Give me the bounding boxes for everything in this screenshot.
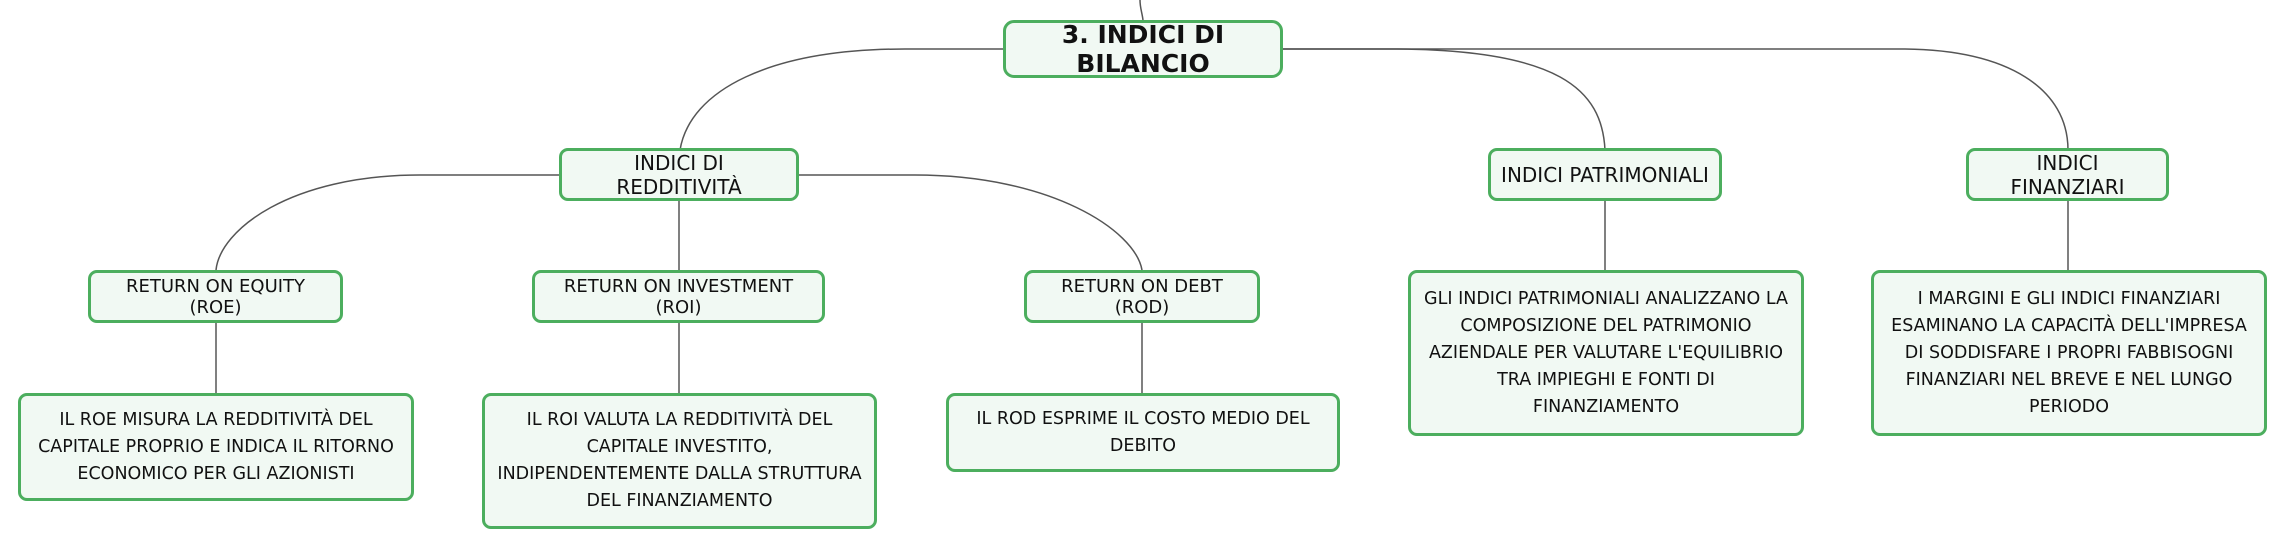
- node-rod[interactable]: RETURN ON DEBT (ROD): [1024, 270, 1260, 323]
- connector-root-patrimoniali: [1283, 48, 1606, 151]
- description-text: IL ROI VALUTA LA REDDITIVITÀ DEL CAPITAL…: [497, 410, 862, 511]
- node-label: RETURN ON INVESTMENT (ROI): [563, 275, 794, 318]
- connector-parent-root: [1139, 0, 1144, 21]
- node-indici-redditivita[interactable]: INDICI DI REDDITIVITÀ: [559, 148, 799, 201]
- description-patrimoniali[interactable]: GLI INDICI PATRIMONIALI ANALIZZANO LA CO…: [1408, 270, 1804, 436]
- root-node[interactable]: 3. INDICI DI BILANCIO: [1003, 20, 1283, 78]
- description-roi[interactable]: IL ROI VALUTA LA REDDITIVITÀ DEL CAPITAL…: [482, 393, 877, 529]
- node-label: INDICI FINANZIARI: [2010, 150, 2125, 199]
- node-label: RETURN ON EQUITY (ROE): [125, 275, 306, 318]
- node-label: INDICI DI REDDITIVITÀ: [616, 150, 742, 199]
- connector-redditivita-roe: [215, 174, 559, 271]
- description-text: I MARGINI E GLI INDICI FINANZIARI ESAMIN…: [1891, 288, 2247, 417]
- node-roi[interactable]: RETURN ON INVESTMENT (ROI): [532, 270, 825, 323]
- description-text: IL ROE MISURA LA REDDITIVITÀ DEL CAPITAL…: [38, 409, 394, 484]
- node-indici-patrimoniali[interactable]: INDICI PATRIMONIALI: [1488, 148, 1722, 201]
- description-finanziari[interactable]: I MARGINI E GLI INDICI FINANZIARI ESAMIN…: [1871, 270, 2267, 436]
- connector-root-finanziari: [1283, 48, 2069, 151]
- root-node-label: 3. INDICI DI BILANCIO: [1061, 20, 1225, 78]
- description-rod[interactable]: IL ROD ESPRIME IL COSTO MEDIO DEL DEBITO: [946, 393, 1340, 472]
- description-text: IL ROD ESPRIME IL COSTO MEDIO DEL DEBITO: [976, 408, 1310, 456]
- node-indici-finanziari[interactable]: INDICI FINANZIARI: [1966, 148, 2169, 201]
- connector-redditivita-rod: [798, 174, 1143, 271]
- connector-root-redditivita: [679, 48, 1003, 151]
- description-roe[interactable]: IL ROE MISURA LA REDDITIVITÀ DEL CAPITAL…: [18, 393, 414, 501]
- node-roe[interactable]: RETURN ON EQUITY (ROE): [88, 270, 343, 323]
- node-label: RETURN ON DEBT (ROD): [1061, 275, 1223, 318]
- description-text: GLI INDICI PATRIMONIALI ANALIZZANO LA CO…: [1424, 288, 1788, 417]
- node-label: INDICI PATRIMONIALI: [1501, 162, 1709, 187]
